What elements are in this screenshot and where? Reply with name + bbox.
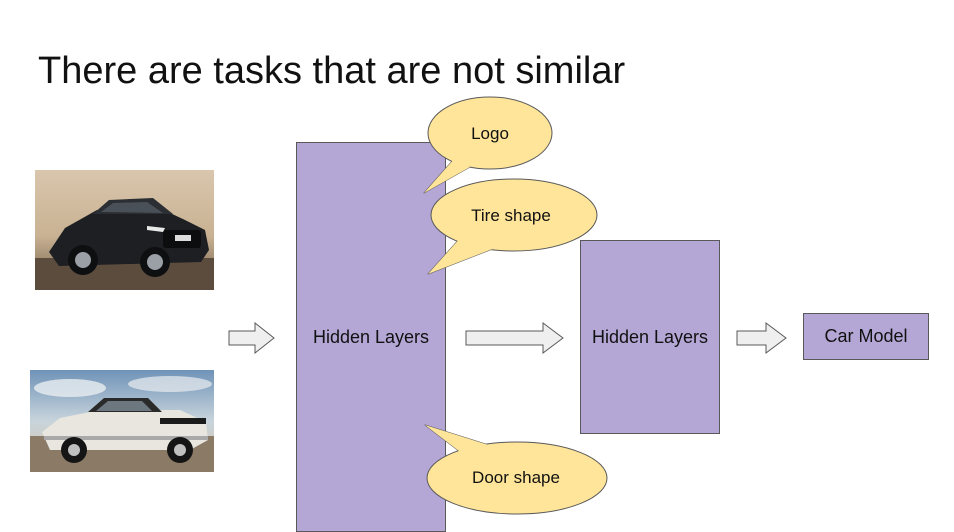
car-model-box: Car Model <box>803 313 929 360</box>
door-shape-callout-label: Door shape <box>472 468 560 487</box>
tire-shape-callout-label: Tire shape <box>471 206 551 225</box>
hidden-layers-box-1: Hidden Layers <box>296 142 446 532</box>
slide-title: There are tasks that are not similar <box>38 50 626 92</box>
modern-black-car-photo <box>35 170 214 290</box>
middle-arrow <box>465 322 564 354</box>
input-arrow <box>228 322 275 354</box>
output-arrow <box>736 322 787 354</box>
door-shape-callout <box>426 441 608 515</box>
car-model-label: Car Model <box>824 326 908 346</box>
classic-white-car-photo <box>30 370 214 472</box>
hidden-layers-1-label: Hidden Layers <box>312 326 430 347</box>
tire-shape-callout <box>430 178 598 252</box>
logo-callout-label: Logo <box>471 124 509 143</box>
hidden-layers-box-2: Hidden Layers <box>580 240 720 434</box>
logo-callout <box>427 96 553 170</box>
hidden-layers-2-label: Hidden Layers <box>591 326 709 347</box>
